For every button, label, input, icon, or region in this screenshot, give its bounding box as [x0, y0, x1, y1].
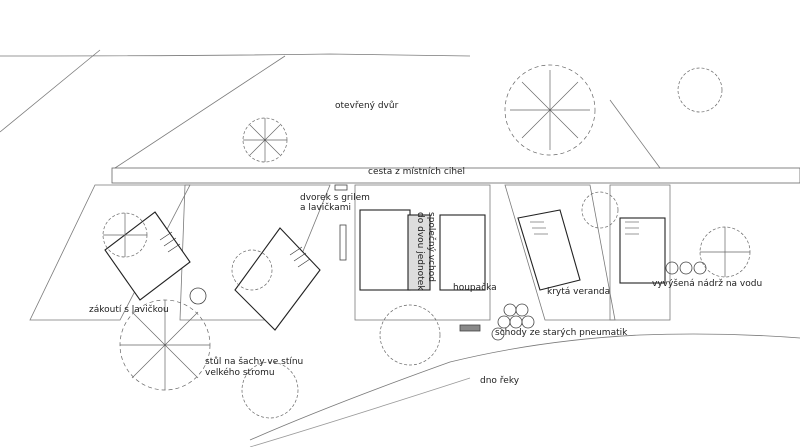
- tire-1: [503, 303, 517, 317]
- water-tank-1: [665, 261, 679, 275]
- upper-boundary-line: [0, 53, 471, 57]
- label-covered-porch: krytá veranda: [547, 287, 611, 297]
- courtyard-diagonal-line: [114, 55, 286, 169]
- tree-lot-4: [581, 191, 619, 229]
- label-chess-table-line2: velkého stromu: [205, 368, 275, 378]
- label-riverbed: dno řeky: [480, 376, 520, 386]
- label-chess-table-line1: stůl na šachy ve stínu: [205, 357, 304, 367]
- water-tank-3: [693, 261, 707, 275]
- tire-4: [509, 315, 523, 329]
- tire-3: [497, 315, 511, 329]
- tree-lot-2: [231, 249, 273, 291]
- house-3b: [439, 214, 486, 291]
- roof-hatch-2: [289, 246, 311, 268]
- tree-courtyard: [242, 117, 288, 163]
- left-diagonal-line: [0, 49, 101, 133]
- tree-large-top: [504, 64, 596, 156]
- tree-bottom-left: [241, 361, 299, 419]
- house-4: [517, 209, 581, 291]
- chess-table-icon: [189, 287, 207, 305]
- riverbank-line-lower: [249, 377, 471, 447]
- tree-chess: [119, 299, 211, 391]
- roof-hatch-4: [530, 221, 548, 235]
- house-3a: [359, 209, 411, 291]
- grill-bench: [334, 184, 348, 191]
- tree-right: [699, 226, 751, 278]
- lot-3: [354, 184, 491, 321]
- yard-bench: [339, 224, 347, 261]
- house-2: [234, 227, 321, 331]
- label-bench-nook: zákoutí s lavičkou: [89, 305, 169, 315]
- label-shared-entrance: společný vchod do dvou jednotek: [414, 212, 436, 292]
- roof-hatch-5: [625, 221, 639, 235]
- label-raised-tank: vyvýšená nádrž na vodu: [652, 279, 763, 289]
- label-grill-yard-line1: dvorek s grilem: [300, 193, 370, 203]
- tire-5: [521, 315, 535, 329]
- shed: [459, 324, 481, 332]
- tree-top-right: [677, 67, 723, 113]
- lot-1: [29, 184, 191, 321]
- shared-entrance-block: [407, 214, 431, 291]
- lot-5: [609, 184, 671, 321]
- label-grill-yard-line2: a lavičkami: [300, 203, 352, 213]
- house-5: [619, 217, 666, 284]
- label-shared-entrance-line2: dvou jednotek: [415, 226, 425, 291]
- tire-6: [491, 327, 505, 341]
- water-tank-2: [679, 261, 693, 275]
- brick-path: [111, 167, 800, 184]
- roof-hatch-1: [159, 231, 181, 253]
- label-swing: houpačka: [453, 283, 497, 293]
- label-tire-steps: schody ze starých pneumatik: [495, 328, 628, 338]
- right-diagonal-line: [609, 99, 661, 169]
- tree-river: [379, 304, 441, 366]
- label-brick-path: cesta z místních cihel: [368, 167, 466, 177]
- label-courtyard: otevřený dvůr: [335, 101, 399, 111]
- tree-lot-1: [102, 212, 148, 258]
- riverbank-line: [249, 333, 800, 441]
- label-shared-entrance-line1: společný vchod do: [415, 212, 436, 282]
- tire-2: [515, 303, 529, 317]
